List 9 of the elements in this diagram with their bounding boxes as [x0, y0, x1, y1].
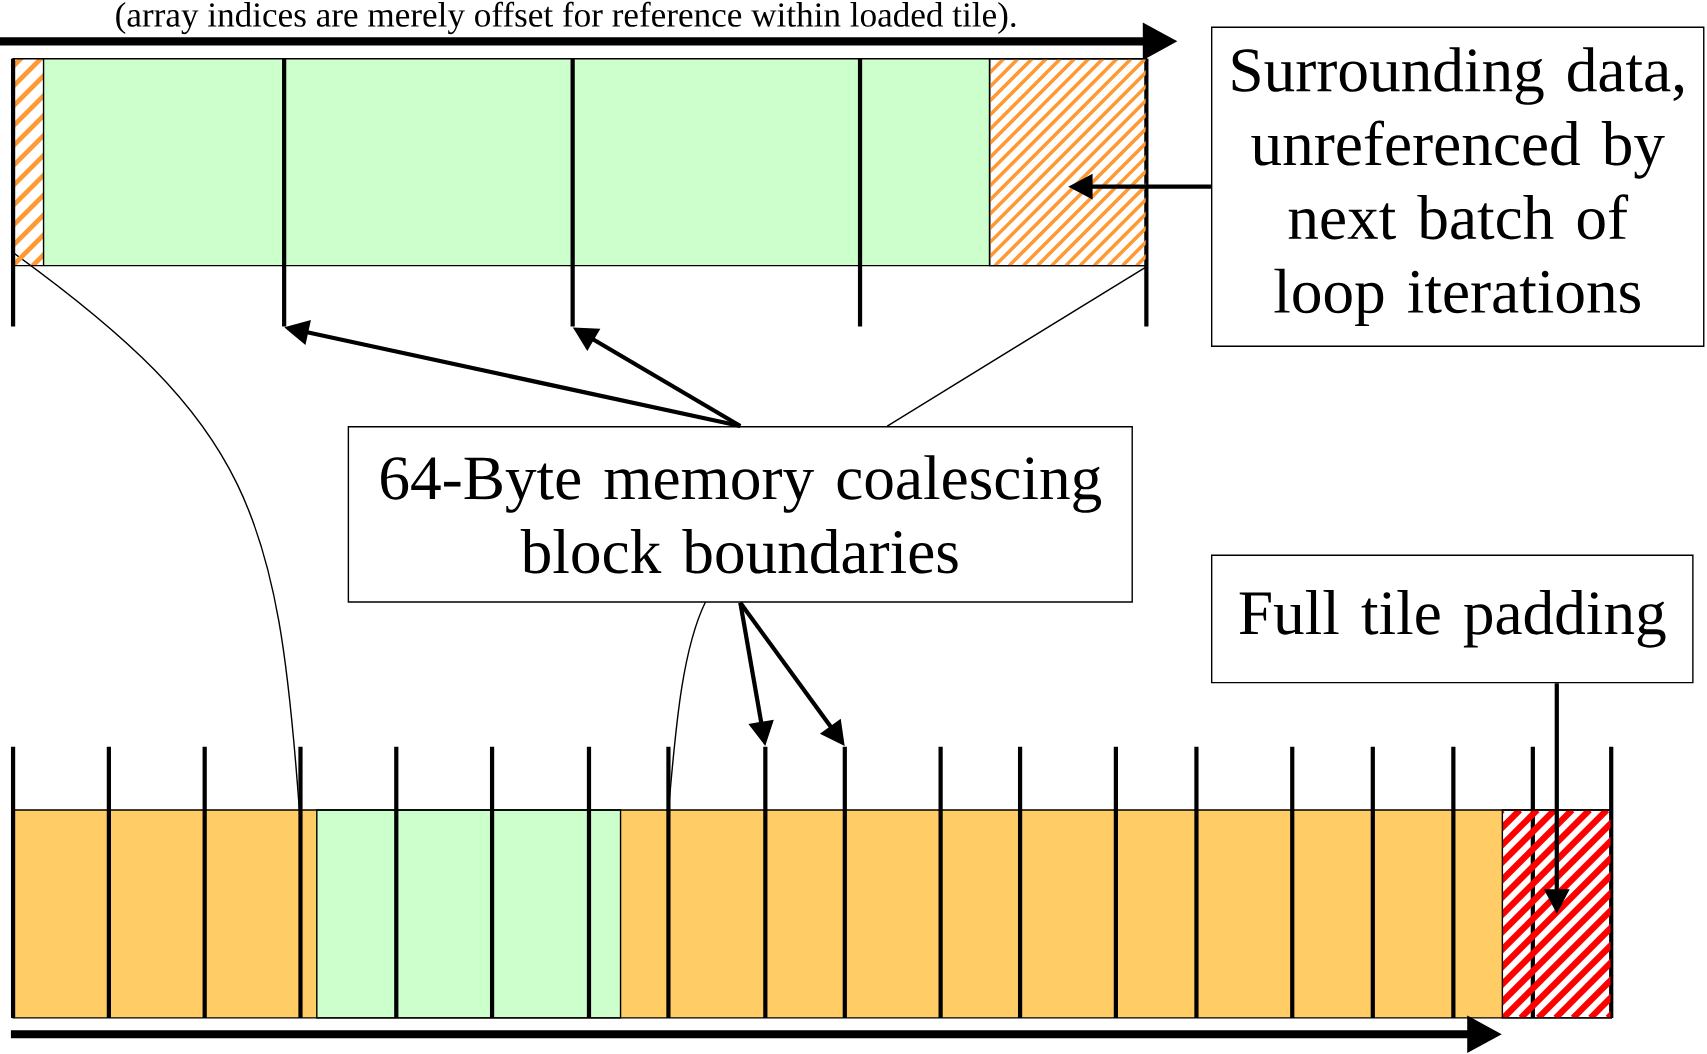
note-text: (array indices are merely offset for reference within loaded tile). [116, 1, 1016, 35]
zoom-line [886, 265, 1148, 427]
boundary-tick [570, 58, 575, 327]
hatched-region [988, 58, 1148, 267]
text-box: Surrounding data, unreferenced by next batch of loop iterations [1211, 26, 1705, 347]
boundary-tick [763, 746, 768, 1018]
text-box: Full tile padding [1211, 554, 1694, 684]
hatched-region [1501, 809, 1612, 1019]
text-box: 64-Byte memory coalescing block boundaries [347, 426, 1133, 603]
